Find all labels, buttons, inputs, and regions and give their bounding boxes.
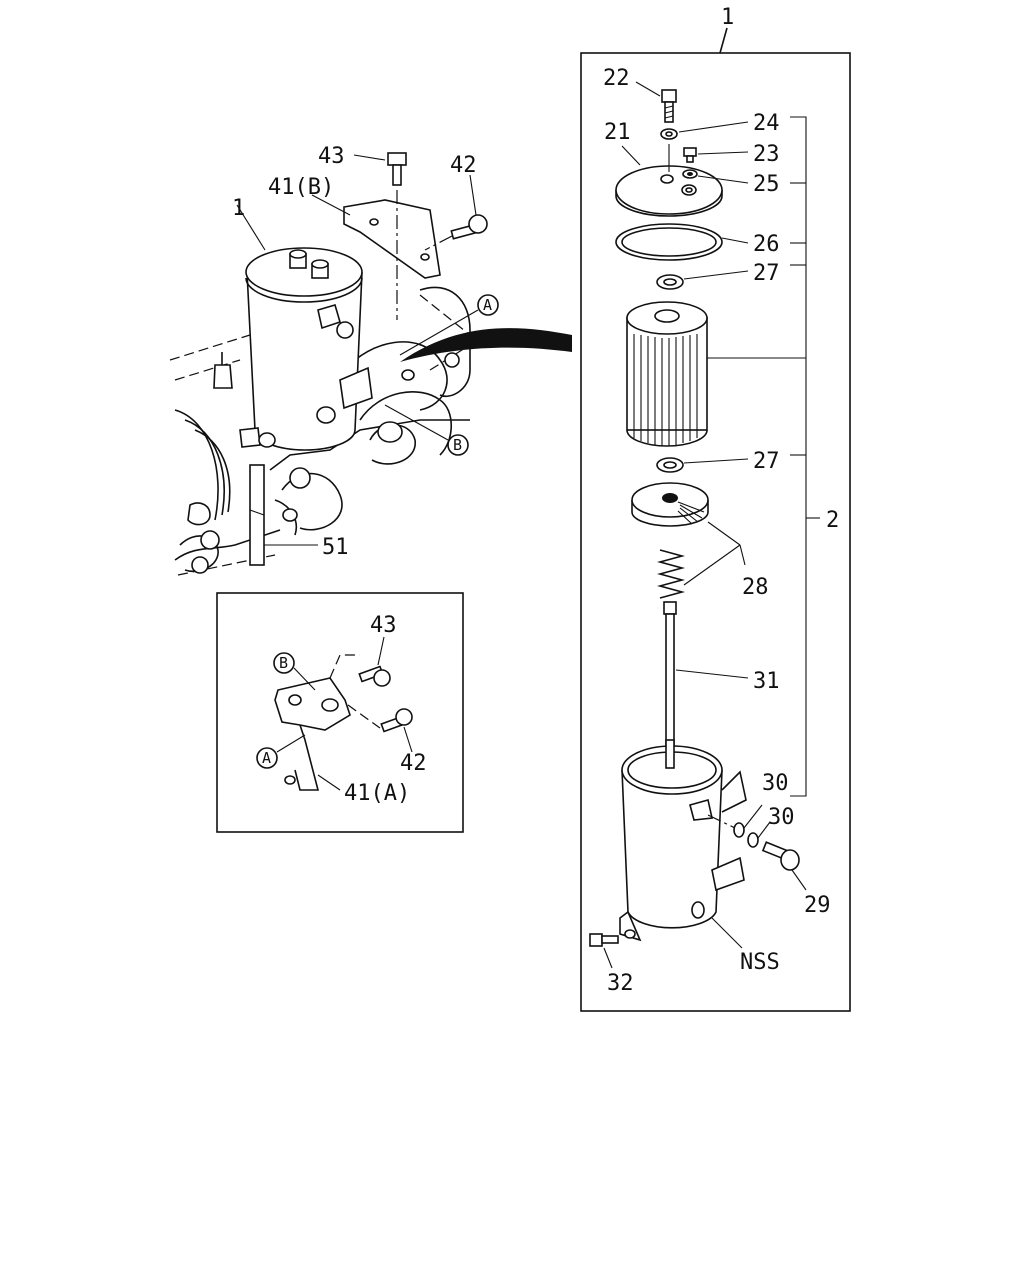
callout-42: 42 — [450, 153, 477, 178]
callout-26: 26 — [753, 232, 780, 257]
seal-27-upper: 27 — [656, 261, 780, 290]
bolt-42: 42 — [424, 153, 488, 251]
washers-30: 30 30 — [707, 771, 795, 848]
callout-24: 24 — [753, 111, 780, 136]
callout-31: 31 — [753, 669, 780, 694]
inset-ref-B-letter: B — [279, 654, 288, 672]
callout-28: 28 — [742, 575, 769, 600]
inset-callout-43: 43 — [370, 613, 397, 638]
callout-32: 32 — [607, 971, 634, 996]
callout-43: 43 — [318, 144, 345, 169]
spring-28: 28 — [656, 544, 769, 600]
cover-21: 21 — [604, 120, 723, 217]
bolt-32: 32 — [589, 933, 634, 996]
callout-27-upper: 27 — [753, 261, 780, 286]
ref-marker-B: B — [384, 404, 469, 456]
hose-51: 51 — [249, 464, 349, 566]
inset-callout-41A: 41(A) — [344, 781, 410, 806]
callout-30-b: 30 — [768, 805, 795, 830]
callout-27-lower: 27 — [753, 449, 780, 474]
filter-assembly-1: 1 — [232, 196, 373, 451]
callout-25: 25 — [753, 172, 780, 197]
bracket-41B: 41(B) — [268, 175, 441, 279]
bracket-2: 2 — [706, 116, 839, 797]
callout-NSS: NSS — [740, 950, 780, 975]
inset-detail: 41(A) 43 42 B A — [216, 592, 464, 833]
plug-23: 23 — [683, 142, 780, 167]
rod-31: 31 — [663, 601, 780, 755]
gasket-26: 26 — [615, 223, 780, 261]
pointer-arrow — [400, 328, 572, 362]
ref-A-letter: A — [483, 296, 492, 314]
engine-block-outline — [169, 286, 471, 576]
callout-41B: 41(B) — [268, 175, 334, 200]
washer-24: 24 — [660, 111, 780, 140]
seal-27-lower: 27 — [656, 449, 780, 474]
callout-1-top: 1 — [721, 5, 734, 30]
spring-seat-28 — [631, 482, 741, 546]
inset-callout-42: 42 — [400, 751, 427, 776]
exploded-view-frame: 1 — [580, 5, 851, 1012]
callout-30-a: 30 — [762, 771, 789, 796]
ref-marker-A: A — [399, 294, 499, 356]
ref-B-letter: B — [453, 436, 462, 454]
callout-51: 51 — [322, 535, 349, 560]
inset-ref-A-letter: A — [262, 749, 271, 767]
filter-element — [626, 301, 708, 447]
callout-2: 2 — [826, 508, 839, 533]
callout-23: 23 — [753, 142, 780, 167]
bolt-43: 43 — [318, 144, 407, 320]
callout-22: 22 — [603, 66, 630, 91]
washer-25: 25 — [682, 169, 780, 197]
bolt-29: 29 — [761, 841, 831, 918]
filter-housing: NSS — [619, 739, 780, 975]
callout-1-left: 1 — [232, 196, 245, 221]
callout-29: 29 — [804, 893, 831, 918]
bolt-22: 22 — [603, 66, 677, 123]
callout-21: 21 — [604, 120, 631, 145]
